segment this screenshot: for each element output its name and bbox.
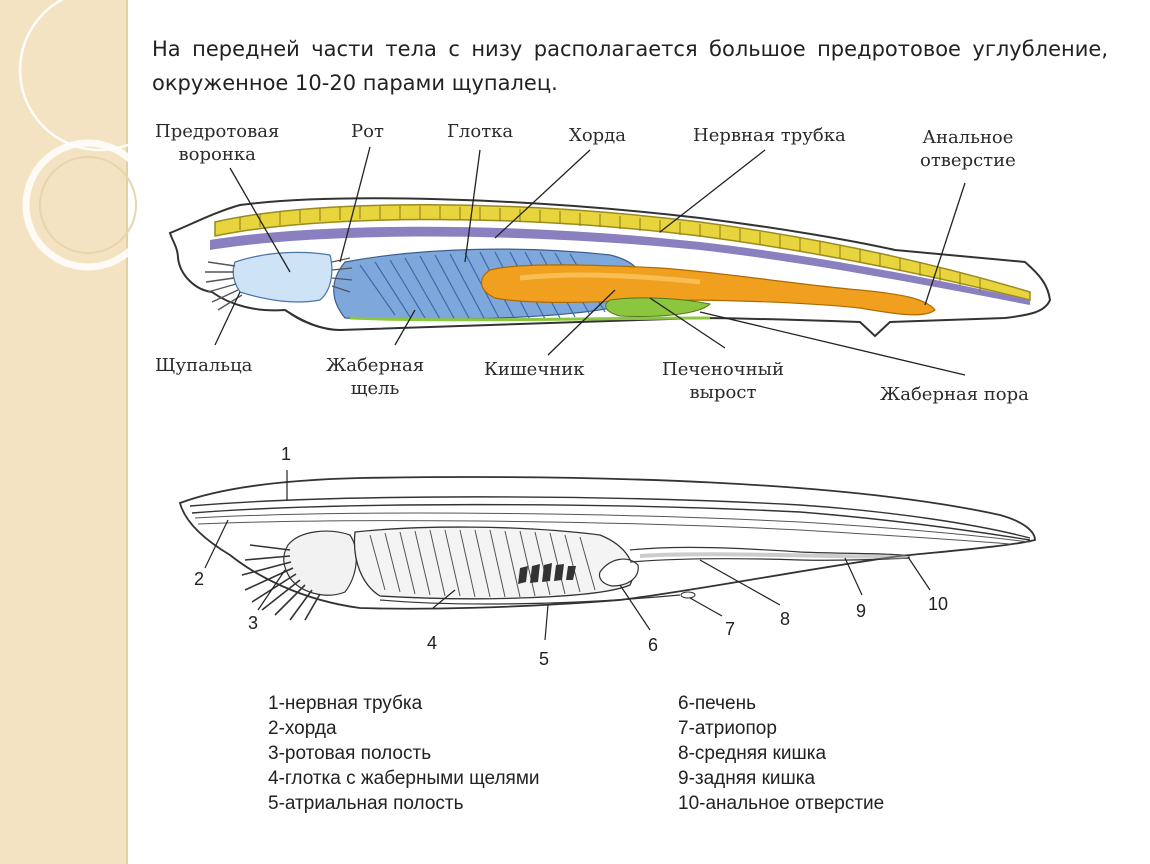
notochord-band [210, 226, 1030, 305]
legend-item-10: 10-анальное отверстие [678, 793, 885, 814]
legend-item-2: 2-хорда [268, 718, 337, 739]
tentacles-2 [241, 544, 321, 621]
preoral-funnel [232, 251, 333, 303]
legend-left: 1-нервная трубка 2-хорда 3-ротовая полос… [268, 691, 540, 816]
legend-item-8: 8-средняя кишка [678, 743, 827, 764]
liver [605, 297, 712, 317]
intro-text: На передней части тела с низу располагае… [152, 37, 1108, 95]
legend-item-1: 1-нервная трубка [268, 693, 423, 714]
label-tentacles: Щупальца [155, 355, 253, 376]
label-liver: Печеночный вырост [662, 359, 784, 403]
number-4: 4 [427, 633, 438, 653]
leader-lines-2 [204, 470, 931, 641]
legend-item-9: 9-задняя кишка [678, 768, 816, 789]
number-2: 2 [194, 569, 205, 589]
label-gill-pore: Жаберная пора [880, 384, 1029, 405]
number-8: 8 [780, 609, 791, 629]
label-mouth: Рот [351, 121, 384, 142]
number-6: 6 [648, 635, 659, 655]
atriopore-2 [680, 591, 696, 599]
label-notochord: Хорда [569, 125, 626, 146]
label-preoral-funnel: Предротовая воронка [155, 121, 280, 165]
legend-right: 6-печень 7-атриопор 8-средняя кишка 9-за… [678, 691, 884, 816]
pharynx-2 [353, 526, 634, 600]
number-3: 3 [248, 613, 259, 633]
oral-cavity [283, 530, 357, 596]
ventral-band [349, 316, 711, 322]
atrial-cavity-2 [379, 594, 681, 605]
legend-item-3: 3-ротовая полость [268, 743, 432, 764]
label-gill-slit: Жаберная щель [326, 355, 425, 399]
number-10: 10 [928, 594, 949, 614]
midgut-2 [629, 546, 911, 557]
decorative-circles [18, 0, 182, 271]
number-1: 1 [281, 444, 292, 464]
liver-2 [598, 558, 639, 587]
neural-tube-2 [189, 496, 1031, 539]
number-9: 9 [856, 601, 867, 621]
legend-item-4: 4-глотка с жаберными щелями [268, 768, 540, 789]
label-intestine: Кишечник [484, 359, 585, 380]
label-neural-tube: Нервная трубка [693, 125, 846, 146]
leader-lines [214, 146, 966, 376]
number-7: 7 [725, 619, 736, 639]
dark-gill-marks [518, 563, 576, 584]
label-pharynx: Глотка [447, 121, 514, 142]
nerve-segments [239, 206, 981, 292]
notochord-2 [194, 512, 1031, 543]
legend-item-5: 5-атриальная полость [268, 793, 464, 814]
gill-slits-2 [369, 529, 596, 598]
legend-item-7: 7-атриопор [678, 718, 777, 739]
side-band-edge [126, 0, 128, 864]
label-anus: Анальное отверстие [920, 127, 1016, 171]
number-5: 5 [539, 649, 550, 669]
tentacles [205, 261, 243, 311]
legend-item-6: 6-печень [678, 693, 756, 714]
